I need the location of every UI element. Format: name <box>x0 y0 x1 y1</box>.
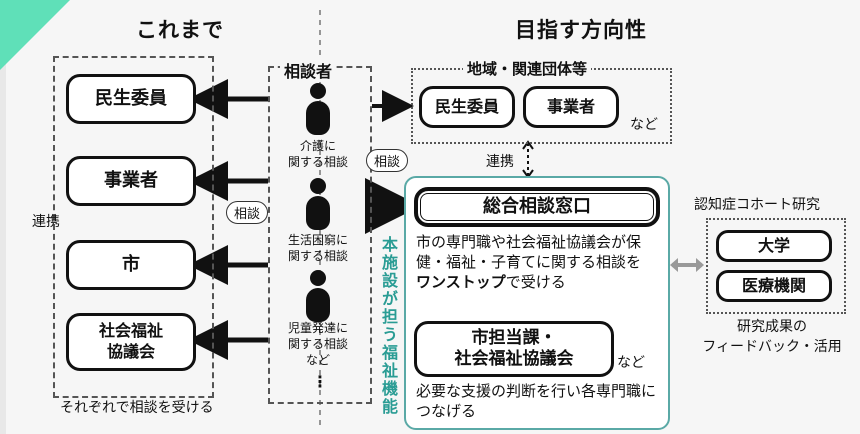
city-description: 必要な支援の判断を行い各専門職につなげる <box>416 382 657 420</box>
topic-poverty: 生活困窮に 関する相談 <box>287 233 348 264</box>
right-heading: 目指す方向性 <box>515 18 647 42</box>
left-side-label: 連携 <box>32 214 60 230</box>
research-frame <box>706 218 846 314</box>
center-desc-bold: ワンストップ <box>416 272 506 291</box>
facility-vertical-label: 本施設が担う福祉機能 <box>379 236 398 416</box>
left-item-city: 市 <box>66 240 196 290</box>
corner-accent <box>0 0 70 70</box>
research-heading: 認知症コホート研究 <box>694 197 820 213</box>
research-item-medical: 医療機関 <box>716 270 832 302</box>
research-footer: 研究成果の フィードバック・活用 <box>702 319 842 355</box>
left-item-jigyosha: 事業者 <box>66 156 196 206</box>
center-desc-suffix: で受ける <box>505 272 566 291</box>
topic-child: 児童発達に 関する相談 など <box>287 321 348 368</box>
region-label: 地域・関連団体等 <box>463 58 592 79</box>
region-item-minsei: 民生委員 <box>419 86 515 128</box>
center-heading: 相談者 <box>280 58 337 82</box>
left-footer: それぞれで相談を受ける <box>60 400 214 416</box>
center-title-box: 総合相談窓口 <box>414 187 660 227</box>
city-box: 市担当課・ 社会福祉協議会 <box>414 321 614 377</box>
topic-care: 介護に 関する相談 <box>287 139 348 170</box>
person-icon <box>306 270 330 322</box>
left-heading: これまで <box>136 18 224 42</box>
left-item-minsei: 民生委員 <box>66 74 196 124</box>
left-item-council: 社会福祉 協議会 <box>66 313 196 371</box>
center-description: 市の専門職や社会福祉協議会が保健・福祉・子育てに関する相談をワンストップで受ける <box>416 233 642 292</box>
link-label: 連携 <box>486 154 514 170</box>
region-item-jigyosha: 事業者 <box>523 86 619 128</box>
region-suffix: など <box>630 117 658 133</box>
ellipsis: ⋮ <box>312 372 328 391</box>
consult-bubble-right: 相談 <box>366 149 409 172</box>
center-desc-prefix: 市の専門職や社会福祉協議会が保健・福祉・子育てに関する相談を <box>416 233 642 271</box>
city-suffix: など <box>617 355 645 371</box>
consult-bubble-left: 相談 <box>226 201 269 224</box>
person-icon <box>306 178 330 230</box>
person-icon <box>306 83 330 135</box>
left-edge-strip <box>0 0 6 434</box>
research-item-university: 大学 <box>716 230 832 262</box>
left-group-frame <box>53 56 214 398</box>
